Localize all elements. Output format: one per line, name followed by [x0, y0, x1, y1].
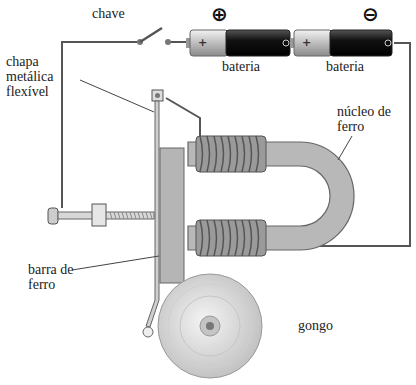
coil-winding [228, 220, 231, 256]
coil-winding [249, 136, 252, 172]
coil-winding [221, 220, 224, 256]
battery [186, 30, 392, 56]
screw-thread [110, 212, 112, 219]
coil-winding [228, 136, 231, 172]
coil-winding [235, 136, 238, 172]
terminal [152, 90, 163, 101]
part-label: bateria [326, 59, 364, 74]
switch [137, 28, 171, 45]
screw-thread [150, 212, 152, 219]
coil-winding [256, 136, 259, 172]
coil-winding [214, 136, 217, 172]
part-label: barra de ferro [28, 262, 88, 292]
coil-winding [235, 220, 238, 256]
coil-winding [249, 220, 252, 256]
screw-thread [130, 212, 132, 219]
coil-winding [207, 136, 210, 172]
screw-thread [126, 212, 128, 219]
terminal-sign: + [302, 37, 311, 49]
part-label: gongo [298, 318, 333, 333]
coil-winding [200, 136, 203, 172]
coil-winding [242, 220, 245, 256]
gong [158, 274, 262, 378]
coil [196, 136, 266, 172]
adjusting-screw [48, 204, 154, 226]
screw-thread [118, 212, 120, 219]
hammer [143, 327, 153, 337]
coil-winding [200, 220, 203, 256]
coil [196, 220, 266, 256]
screw-thread [134, 212, 136, 219]
screw-thread [122, 212, 124, 219]
screw-thread [142, 212, 144, 219]
coil-winding [256, 220, 259, 256]
screw-thread [114, 212, 116, 219]
coil-winding [214, 220, 217, 256]
coil-winding [207, 220, 210, 256]
polarity-sign: ⊕ [211, 3, 228, 25]
part-label: núcleo de ferro [337, 104, 413, 134]
polarity-sign: ⊖ [362, 3, 379, 25]
part-label: bateria [222, 59, 260, 74]
leader-line [72, 80, 352, 270]
iron-bar [160, 148, 184, 283]
coil-winding [221, 136, 224, 172]
screw-thread [146, 212, 148, 219]
coil-winding [242, 136, 245, 172]
part-label: chapa metálica flexível [6, 54, 82, 99]
part-label: chave [92, 6, 125, 21]
terminal-sign: + [198, 37, 207, 49]
screw-thread [138, 212, 140, 219]
